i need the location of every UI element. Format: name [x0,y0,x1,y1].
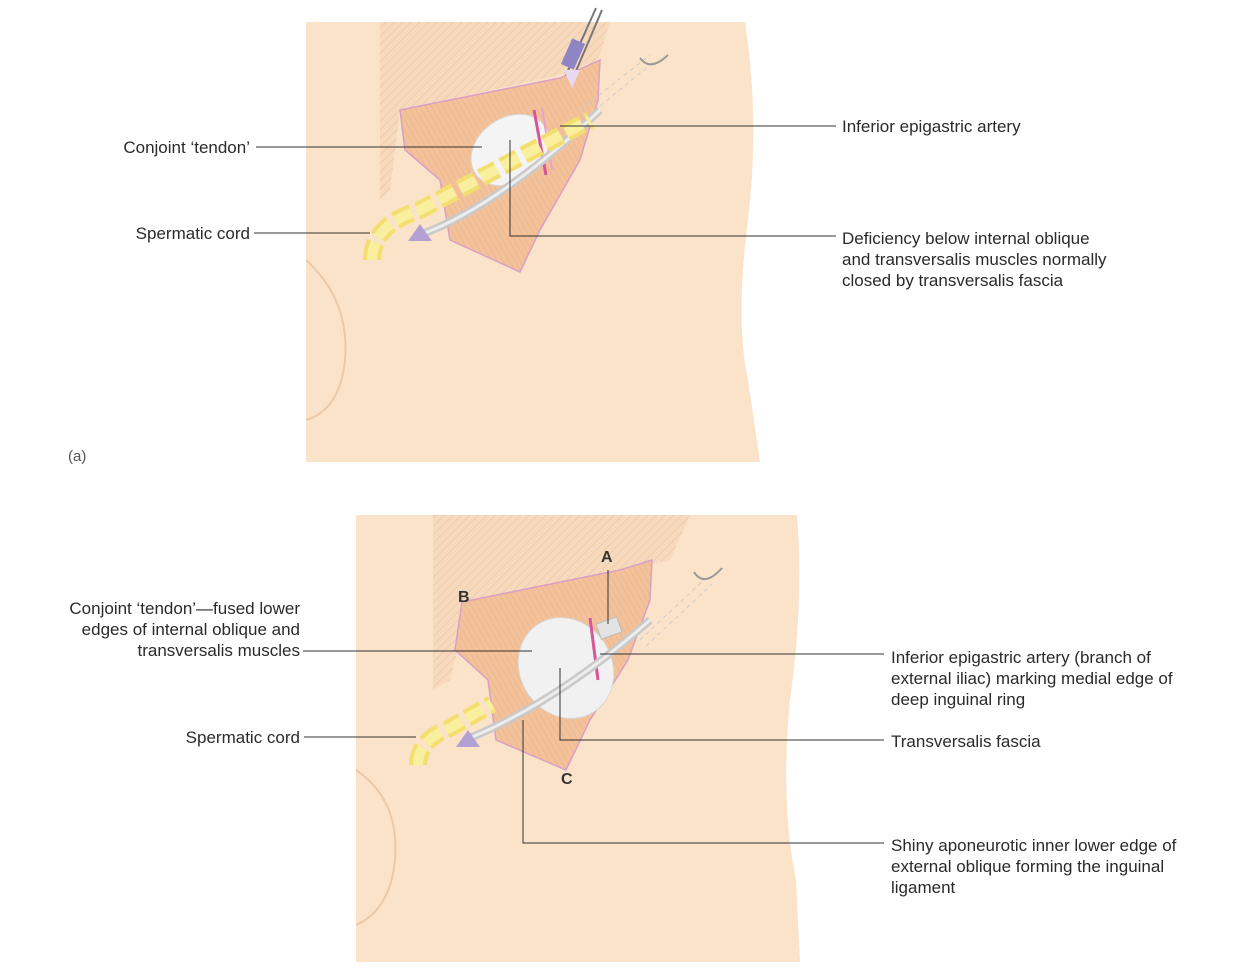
panel-b-letter-b: B [458,589,470,607]
panel-a-label-deficiency-line-3: closed by transversalis fascia [842,270,1107,291]
panel-b-label-spermatic-cord: Spermatic cord [186,727,300,748]
panel-b-letter-a: A [601,549,613,567]
panel-a-label-spermatic-cord: Spermatic cord [136,223,250,244]
panel-b-label-ligament-line-3: ligament [891,877,1176,898]
panel-b-label-artery-line-1: Inferior epigastric artery (branch of [891,647,1173,668]
panel-a-label-deficiency-line-2: and transversalis muscles normally [842,249,1107,270]
panel-a-label-deficiency-line-1: Deficiency below internal oblique [842,228,1107,249]
panel-b-label-inguinal-ligament: Shiny aponeurotic inner lower edge of ex… [891,835,1176,898]
panel-b-label-ligament-line-1: Shiny aponeurotic inner lower edge of [891,835,1176,856]
panel-a-illustration [306,8,760,462]
panel-b-label-artery-line-2: external iliac) marking medial edge of [891,668,1173,689]
panel-a-tag: (a) [68,446,86,467]
panel-b-label-transversalis-fascia: Transversalis fascia [891,731,1041,752]
panel-b-label-ligament-line-2: external oblique forming the inguinal [891,856,1176,877]
panel-b-label-conjoint-line-1: Conjoint ‘tendon’—fused lower [69,598,300,619]
panel-b-label-conjoint-line-2: edges of internal oblique and [69,619,300,640]
panel-b-label-artery-line-3: deep inguinal ring [891,689,1173,710]
panel-a-label-deficiency: Deficiency below internal oblique and tr… [842,228,1107,291]
panel-b-label-conjoint-line-3: transversalis muscles [69,640,300,661]
panel-a-label-conjoint-tendon: Conjoint ‘tendon’ [123,137,250,158]
panel-b-label-conjoint-tendon: Conjoint ‘tendon’—fused lower edges of i… [69,598,300,661]
panel-b-letter-c: C [561,771,573,789]
panel-b-illustration [356,515,800,962]
panel-a-label-inferior-epigastric-artery: Inferior epigastric artery [842,116,1021,137]
panel-b-label-inferior-epigastric-artery: Inferior epigastric artery (branch of ex… [891,647,1173,710]
